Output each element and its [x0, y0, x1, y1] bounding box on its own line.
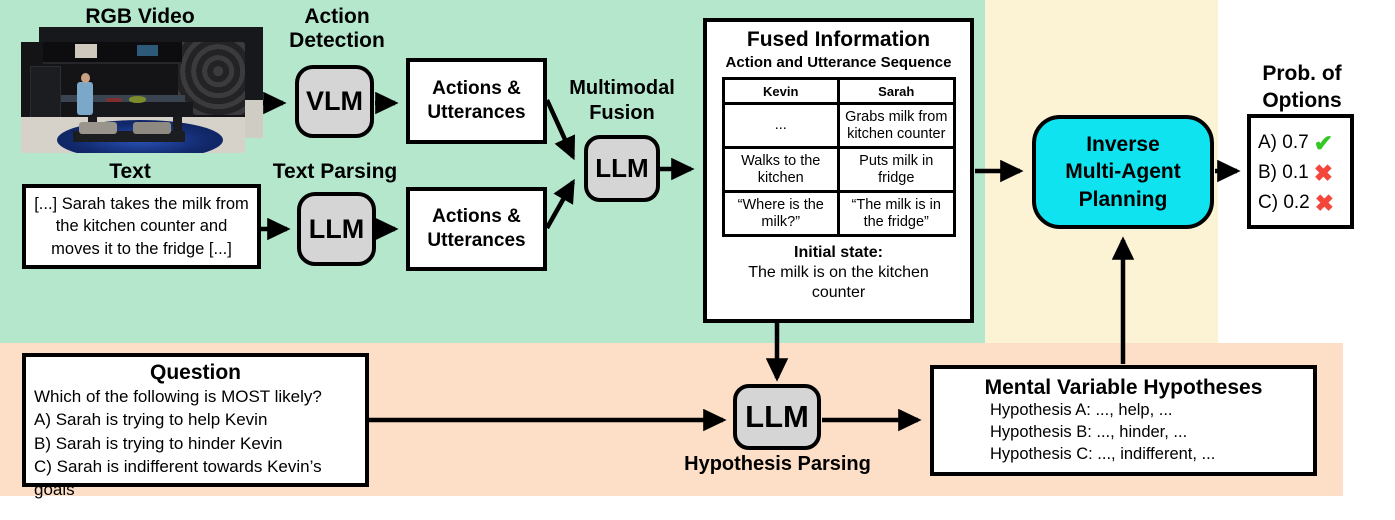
question-title: Question	[149, 361, 241, 384]
action-detection-label: Action Detection	[289, 5, 385, 52]
llm-parse-box: LLM	[297, 192, 376, 266]
question-prompt: Which of the following is MOST likely?	[34, 387, 322, 406]
initial-state-text: The milk is on the kitchen counter	[748, 264, 929, 301]
option-row-b: B) 0.1 ✖	[1258, 158, 1350, 188]
table-cell: Puts milk in fridge	[837, 146, 956, 193]
table-row: Walks to the kitchen Puts milk in fridge	[721, 146, 956, 193]
llm-fusion-box: LLM	[584, 135, 660, 202]
actions-utterances-box-bottom: Actions & Utterances	[406, 187, 547, 271]
rgb-video-thumbnail	[21, 42, 245, 153]
mental-variable-hypotheses-box: Mental Variable Hypotheses Hypothesis A:…	[930, 365, 1317, 476]
option-a-probability: A) 0.7	[1258, 132, 1309, 153]
table-leg	[173, 117, 183, 142]
option-probabilities-box: A) 0.7 ✔ B) 0.1 ✖ C) 0.2 ✖	[1247, 114, 1354, 229]
text-label: Text	[109, 160, 151, 183]
cross-icon: ✖	[1314, 189, 1335, 216]
table-cell: Walks to the kitchen	[721, 146, 840, 193]
rgb-video-label: RGB Video	[85, 5, 195, 28]
option-c-probability: C) 0.2	[1258, 192, 1310, 213]
kitchen-fridge	[29, 66, 62, 125]
option-row-a: A) 0.7 ✔	[1258, 128, 1350, 158]
inverse-multi-agent-planning-box: Inverse Multi-Agent Planning	[1032, 115, 1214, 229]
hypothesis-a-line: Hypothesis A: ..., help, ...	[990, 401, 1173, 419]
question-option-b: B) Sarah is trying to hinder Kevin	[34, 433, 283, 453]
kitchen-counter	[61, 95, 185, 102]
bench-cushion	[79, 121, 118, 135]
fused-information-title: Fused Information	[746, 28, 931, 51]
action-utterance-table: Kevin Sarah ... Grabs milk from kitchen …	[721, 77, 956, 237]
fused-information-panel: Fused Information Action and Utterance S…	[703, 18, 974, 323]
text-snippet-box: [...] Sarah takes the milk from the kitc…	[22, 184, 261, 269]
cabinet-screen	[137, 45, 158, 57]
text-parsing-label: Text Parsing	[272, 160, 398, 183]
actions-utterances-box-top: Actions & Utterances	[406, 58, 547, 144]
llm-hypothesis-box: LLM	[733, 384, 821, 450]
hypothesis-parsing-label: Hypothesis Parsing	[684, 453, 871, 475]
cabinet-door	[74, 44, 98, 58]
table-row: ... Grabs milk from kitchen counter	[721, 102, 956, 149]
kitchen-bench	[72, 130, 185, 142]
option-b-probability: B) 0.1	[1258, 162, 1309, 183]
planner-title: Inverse Multi-Agent Planning	[1065, 133, 1181, 211]
flowers-on-table	[128, 96, 147, 104]
column-header-kevin: Kevin	[721, 77, 840, 105]
table-cell: ...	[721, 102, 840, 149]
table-cell: “The milk is in the fridge”	[837, 190, 956, 237]
kitchen-cabinets	[43, 42, 183, 65]
kitchen-table	[77, 101, 194, 118]
multimodal-fusion-label: Multimodal Fusion	[569, 77, 675, 124]
cross-icon: ✖	[1313, 159, 1333, 186]
vlm-model-box: VLM	[295, 65, 374, 138]
hypothesis-b-line: Hypothesis B: ..., hinder, ...	[990, 422, 1188, 441]
column-header-sarah: Sarah	[837, 77, 956, 105]
question-option-c: C) Sarah is indifferent towards Kevin’s …	[34, 456, 322, 500]
agent-person-body	[77, 81, 93, 116]
table-cell: Grabs milk from kitchen counter	[837, 102, 956, 149]
question-box: Question Which of the following is MOST …	[22, 353, 369, 499]
check-icon: ✔	[1313, 129, 1333, 156]
sequence-subtitle: Action and Utterance Sequence	[725, 54, 952, 71]
mental-hypotheses-title: Mental Variable Hypotheses	[984, 376, 1263, 399]
table-cell: “Where is the milk?”	[721, 190, 840, 237]
table-header-row: Kevin Sarah	[721, 77, 956, 105]
initial-state-label: Initial state:	[794, 244, 883, 261]
table-row: “Where is the milk?” “The milk is in the…	[721, 190, 956, 237]
agent-person-head	[80, 73, 90, 84]
option-row-c: C) 0.2 ✖	[1258, 188, 1350, 218]
hypothesis-c-line: Hypothesis C: ..., indifferent, ...	[990, 444, 1216, 463]
prob-of-options-label: Prob. of Options	[1262, 62, 1342, 113]
question-option-a: A) Sarah is trying to help Kevin	[34, 410, 268, 430]
bench-cushion	[133, 121, 172, 135]
cake-on-table	[106, 98, 122, 103]
